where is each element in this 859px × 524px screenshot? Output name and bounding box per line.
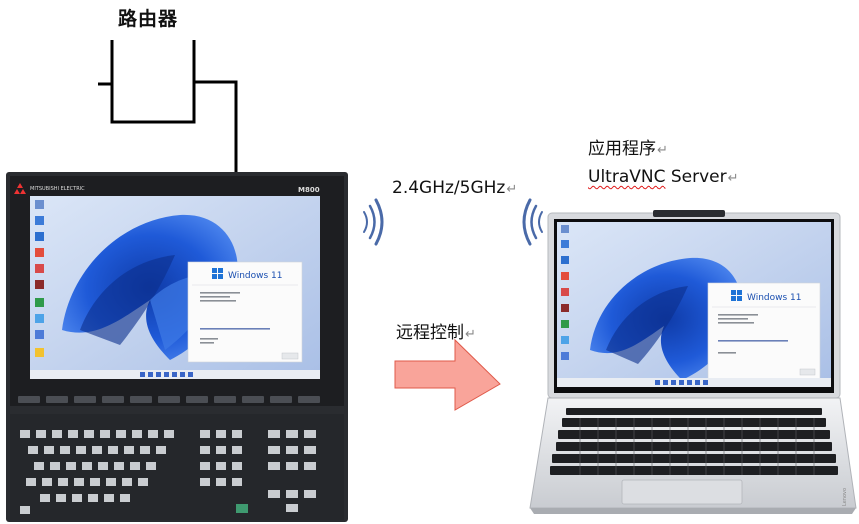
mitsubishi-logo-icon (14, 183, 26, 194)
router-symbol (98, 40, 238, 172)
application-label: 应用程序↵ (588, 139, 668, 159)
cnc-model: M800 (298, 186, 320, 194)
laptop-windows-logo-icon (731, 290, 742, 301)
laptop-dialog-title: Windows 11 (747, 293, 802, 303)
laptop-desktop-icons (561, 225, 569, 360)
return-mark-icon: ↵ (465, 327, 476, 342)
frequency-label: 2.4GHz/5GHz↵ (392, 178, 518, 198)
wireless-signal-right-icon (522, 198, 543, 246)
remote-control-label: 远程控制↵ (396, 323, 476, 343)
return-mark-icon: ↵ (657, 143, 668, 158)
return-mark-icon: ↵ (506, 182, 518, 197)
cnc-controller: MITSUBISHI ELECTRIC M800 (6, 172, 348, 522)
laptop: Windows 11 Lenovo (529, 210, 857, 514)
network-cable (194, 80, 238, 172)
laptop-brand: Lenovo (842, 488, 848, 506)
laptop-taskbar (557, 378, 831, 387)
laptop-windows11-dialog: Windows 11 (707, 282, 821, 380)
router-label: 路由器 (118, 8, 179, 30)
windows11-dialog: Windows 11 (187, 261, 303, 363)
ultravnc-name: UltraVNC (588, 167, 666, 187)
cnc-brand: MITSUBISHI ELECTRIC (30, 186, 85, 192)
remote-control-arrow (394, 338, 501, 411)
desktop-icons (35, 200, 44, 357)
wireless-signal-left-icon (363, 198, 384, 246)
laptop-bloom-wallpaper (590, 257, 742, 380)
laptop-camera (653, 210, 725, 217)
laptop-taskbar-icons (655, 380, 708, 385)
laptop-touchpad (621, 479, 743, 505)
keypad-keys (20, 430, 316, 512)
laptop-key-gaps (579, 418, 815, 475)
screen-dialog-title: Windows 11 (228, 271, 283, 281)
input-key (236, 504, 248, 513)
taskbar-icons (140, 372, 193, 377)
windows-logo-icon (212, 268, 223, 279)
soft-keys (18, 396, 320, 403)
return-mark-icon: ↵ (727, 171, 739, 186)
ultravnc-server-label: UltraVNC Server↵ (588, 167, 739, 187)
